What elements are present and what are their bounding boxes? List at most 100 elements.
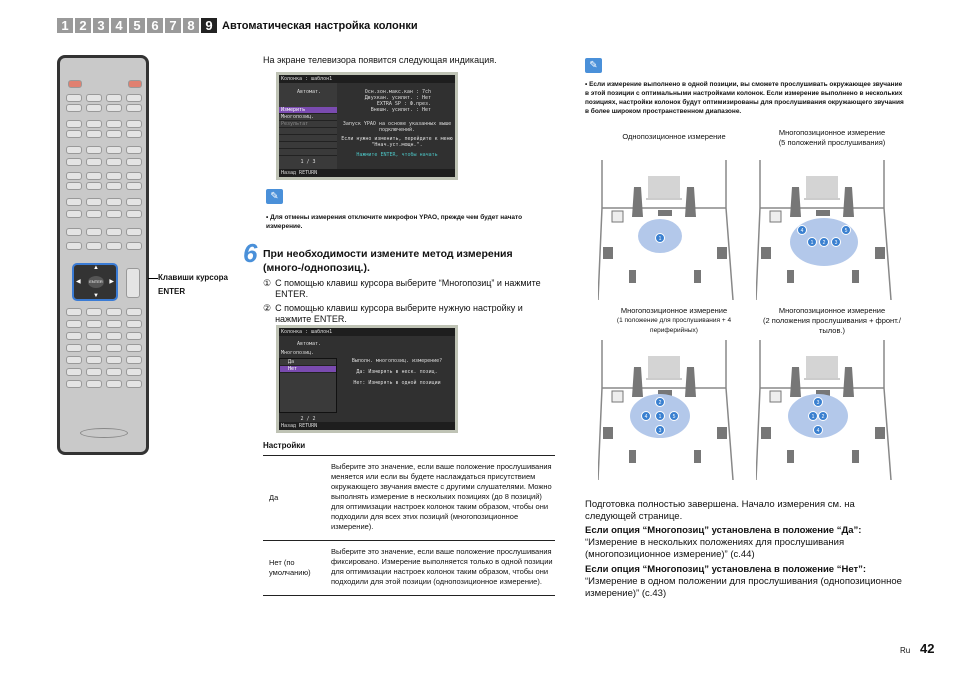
remote-button[interactable] <box>126 182 142 190</box>
remote-button[interactable] <box>66 344 82 352</box>
remote-button[interactable] <box>66 368 82 376</box>
remote-button[interactable] <box>66 146 82 154</box>
remote-button[interactable] <box>126 104 142 112</box>
chapter-tab[interactable]: 3 <box>93 18 109 33</box>
remote-button[interactable] <box>106 94 122 102</box>
chapter-tab[interactable]: 9 <box>201 18 217 33</box>
remote-button[interactable] <box>126 94 142 102</box>
power-button[interactable] <box>68 80 82 88</box>
remote-button[interactable] <box>126 210 142 218</box>
remote-button[interactable] <box>66 380 82 388</box>
remote-button[interactable] <box>66 172 82 180</box>
remote-button[interactable] <box>66 228 82 236</box>
remote-button[interactable] <box>126 356 142 364</box>
remote-button[interactable] <box>126 130 142 138</box>
remote-button[interactable] <box>66 308 82 316</box>
remote-button[interactable] <box>86 344 102 352</box>
chapter-tab[interactable]: 8 <box>183 18 199 33</box>
screen-menu-item <box>279 142 337 149</box>
remote-button[interactable] <box>86 146 102 154</box>
chapter-tab[interactable]: 5 <box>129 18 145 33</box>
remote-button[interactable] <box>106 228 122 236</box>
remote-button[interactable] <box>106 198 122 206</box>
remote-button[interactable] <box>86 182 102 190</box>
screen-info-line: Да: Измерять в неск. позиц. <box>356 369 438 375</box>
remote-button[interactable] <box>106 332 122 340</box>
chapter-tab[interactable]: 6 <box>147 18 163 33</box>
remote-button[interactable] <box>86 120 102 128</box>
remote-button[interactable] <box>86 380 102 388</box>
remote-button[interactable] <box>86 158 102 166</box>
remote-button[interactable] <box>126 146 142 154</box>
remote-button[interactable] <box>66 120 82 128</box>
remote-button[interactable] <box>86 104 102 112</box>
enter-button[interactable]: ENTER <box>88 276 104 288</box>
remote-button[interactable] <box>86 332 102 340</box>
remote-button[interactable] <box>66 356 82 364</box>
remote-button[interactable] <box>106 120 122 128</box>
remote-button[interactable] <box>106 130 122 138</box>
remote-button[interactable] <box>66 104 82 112</box>
remote-button[interactable] <box>126 228 142 236</box>
chapter-tab[interactable]: 4 <box>111 18 127 33</box>
remote-button[interactable] <box>106 320 122 328</box>
remote-button[interactable] <box>66 242 82 250</box>
remote-button[interactable] <box>66 158 82 166</box>
mic-position-marker <box>655 397 665 407</box>
power-button[interactable] <box>128 80 142 88</box>
arrow-down-icon[interactable]: ▼ <box>93 293 99 299</box>
arrow-left-icon[interactable]: ◀ <box>76 279 81 285</box>
remote-button[interactable] <box>66 94 82 102</box>
remote-button[interactable] <box>66 182 82 190</box>
remote-button[interactable] <box>126 308 142 316</box>
remote-button[interactable] <box>106 172 122 180</box>
remote-button[interactable] <box>66 320 82 328</box>
description-cell: Выберите это значение, если ваше положен… <box>331 547 553 586</box>
remote-button[interactable] <box>126 344 142 352</box>
remote-button[interactable] <box>66 210 82 218</box>
remote-button[interactable] <box>86 308 102 316</box>
volume-button[interactable] <box>126 268 140 298</box>
remote-button[interactable] <box>106 182 122 190</box>
remote-button[interactable] <box>86 320 102 328</box>
remote-button[interactable] <box>106 344 122 352</box>
remote-button[interactable] <box>106 380 122 388</box>
remote-button[interactable] <box>126 320 142 328</box>
chapter-tab[interactable]: 2 <box>75 18 91 33</box>
remote-button[interactable] <box>126 332 142 340</box>
remote-button[interactable] <box>106 356 122 364</box>
remote-button[interactable] <box>126 120 142 128</box>
remote-button[interactable] <box>86 172 102 180</box>
remote-button[interactable] <box>106 158 122 166</box>
remote-button[interactable] <box>86 356 102 364</box>
cursor-keys[interactable]: ▲ ▼ ◀ ▶ ENTER <box>72 263 118 301</box>
remote-button[interactable] <box>126 242 142 250</box>
remote-button[interactable] <box>126 368 142 376</box>
chapter-tab[interactable]: 1 <box>57 18 73 33</box>
remote-button[interactable] <box>106 104 122 112</box>
arrow-right-icon[interactable]: ▶ <box>109 279 114 285</box>
chapter-tab[interactable]: 7 <box>165 18 181 33</box>
arrow-up-icon[interactable]: ▲ <box>93 265 99 271</box>
remote-button[interactable] <box>126 380 142 388</box>
remote-button[interactable] <box>66 332 82 340</box>
note-link[interactable]: “Измерение в одном положении для прослуш… <box>585 576 902 599</box>
remote-button[interactable] <box>106 210 122 218</box>
remote-button[interactable] <box>126 198 142 206</box>
remote-button[interactable] <box>66 130 82 138</box>
remote-button[interactable] <box>86 198 102 206</box>
remote-button[interactable] <box>106 146 122 154</box>
remote-button[interactable] <box>86 228 102 236</box>
remote-button[interactable] <box>106 242 122 250</box>
note-link[interactable]: “Измерение в нескольких положениях для п… <box>585 537 845 560</box>
remote-button[interactable] <box>86 242 102 250</box>
remote-button[interactable] <box>86 94 102 102</box>
remote-button[interactable] <box>86 368 102 376</box>
remote-button[interactable] <box>106 368 122 376</box>
remote-button[interactable] <box>106 308 122 316</box>
remote-button[interactable] <box>126 158 142 166</box>
remote-button[interactable] <box>86 130 102 138</box>
remote-button[interactable] <box>86 210 102 218</box>
remote-button[interactable] <box>66 198 82 206</box>
remote-button[interactable] <box>126 172 142 180</box>
